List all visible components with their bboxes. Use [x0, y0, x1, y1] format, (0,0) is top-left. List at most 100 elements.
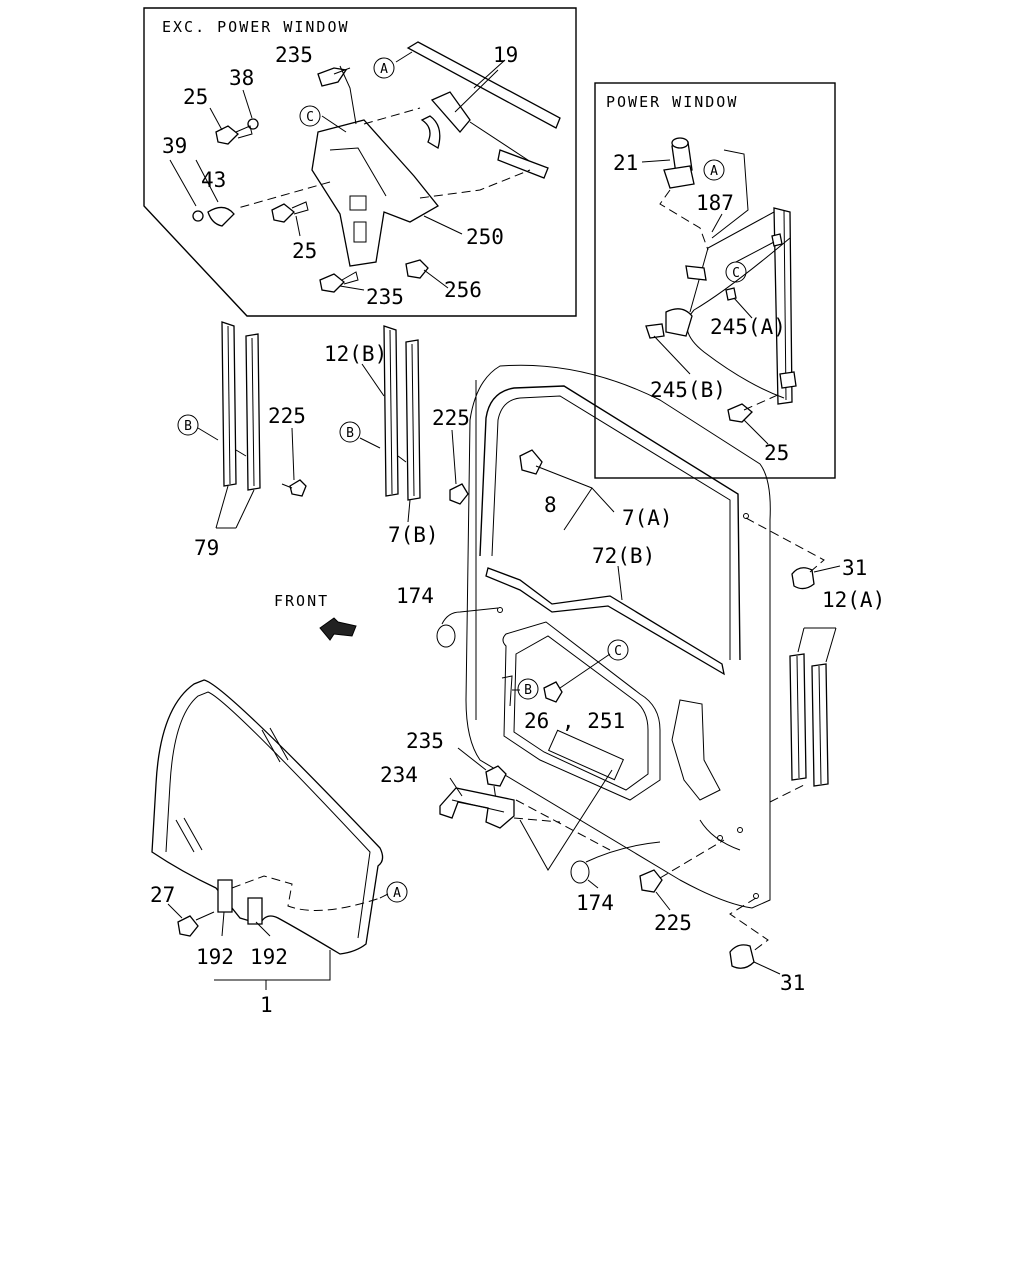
leader-31-bot: [753, 961, 781, 975]
svg-text:A: A: [380, 62, 388, 77]
leader-12a-dash: [769, 783, 807, 803]
svg-text:B: B: [524, 683, 532, 698]
leader-ref-a-top: [395, 51, 413, 63]
leader-79: [215, 485, 255, 529]
label-38: 38: [229, 66, 254, 90]
svg-text:C: C: [306, 110, 314, 125]
label-245b: 245(B): [650, 378, 726, 402]
leader-250: [423, 215, 463, 235]
inset-title-exc-power-window: EXC. POWER WINDOW: [162, 18, 350, 36]
label-27: 27: [150, 883, 175, 907]
label-174-bot: 174: [576, 891, 614, 915]
leader-256: [423, 269, 449, 289]
label-250: 250: [466, 225, 504, 249]
label-43: 43: [201, 168, 226, 192]
svg-text:A: A: [710, 164, 718, 179]
front-arrow-icon: [319, 617, 357, 641]
label-235-top: 235: [275, 43, 313, 67]
label-1: 1: [260, 993, 273, 1017]
bolt-25-mid: [271, 201, 309, 223]
leader-glass-a-dash: [231, 875, 381, 911]
svg-text:B: B: [184, 419, 192, 434]
plug-174-bot: [570, 860, 590, 884]
svg-text:B: B: [346, 426, 354, 441]
svg-text:C: C: [732, 266, 740, 281]
label-235-bot: 235: [366, 285, 404, 309]
inset-power-window: POWER WINDOW: [594, 82, 836, 479]
label-8: 8: [544, 493, 557, 517]
leader-ref-b-mid: [359, 437, 381, 449]
label-225-mid: 225: [432, 406, 470, 430]
label-25-pw: 25: [764, 441, 789, 465]
nut-256: [405, 259, 429, 279]
leader-ref-c-pw: [735, 241, 775, 263]
leader-225-left: [291, 427, 295, 481]
ref-circle-c-top: C: [299, 105, 321, 127]
leader-187: [711, 213, 723, 233]
leader-25-pw: [743, 419, 769, 445]
label-26-251: 26 , 251: [524, 709, 625, 733]
leader-174-top: [441, 607, 499, 625]
label-225-low: 225: [654, 911, 692, 935]
label-256: 256: [444, 278, 482, 302]
front-label: FRONT: [274, 592, 329, 610]
label-235-low: 235: [406, 729, 444, 753]
label-7b: 7(B): [388, 523, 439, 547]
leader-192: [221, 911, 271, 937]
ref-circle-a-glass: A: [386, 881, 408, 903]
svg-text:C: C: [614, 644, 622, 659]
ref-circle-b-mid: B: [339, 421, 361, 443]
bolt-25-pw: [727, 393, 781, 423]
leader-225-mid: [451, 429, 457, 485]
leader-ref-a-pw: [711, 149, 749, 239]
leader-234-dash: [513, 799, 611, 851]
door-panel: [465, 364, 771, 909]
motor-21: [659, 137, 709, 251]
ref-circle-b-left: B: [177, 414, 199, 436]
leader-21: [641, 159, 671, 163]
bolt-235-low: [485, 765, 507, 801]
leader-225-low: [655, 891, 671, 911]
bumper-31-bot: [729, 944, 755, 969]
leader-234: [449, 777, 463, 797]
label-31-bot: 31: [780, 971, 805, 995]
label-25-mid: 25: [292, 239, 317, 263]
leader-234-v: [519, 769, 613, 871]
leader-ref-c-door: [559, 653, 611, 689]
label-31-top: 31: [842, 556, 867, 580]
leader-174-bot: [585, 841, 661, 889]
power-regulator-assembly: [645, 207, 797, 405]
leader-245a: [733, 297, 753, 319]
ref-circle-c-door: C: [607, 639, 629, 661]
leader-ref-b-left: [197, 427, 219, 441]
leader-12a: [797, 627, 837, 663]
label-174-top: 174: [396, 584, 434, 608]
ref-circle-b-door: B: [517, 678, 539, 700]
leader-7b: [407, 499, 411, 523]
leader-72b: [617, 565, 623, 601]
label-12a: 12(A): [822, 588, 885, 612]
label-25-top: 25: [183, 85, 208, 109]
label-187: 187: [696, 191, 734, 215]
bolt-225-low: [639, 869, 663, 893]
leader-38: [242, 89, 253, 119]
leader-25-mid: [295, 215, 301, 237]
front-direction-arrow: FRONT: [274, 592, 357, 641]
ref-circle-a-top: A: [373, 57, 395, 79]
clip-43: [192, 206, 235, 227]
plug-174-top: [436, 624, 456, 648]
leader-27: [167, 903, 183, 919]
leader-245b: [653, 335, 691, 375]
leader-19: [473, 59, 506, 89]
label-79: 79: [194, 536, 219, 560]
inset-exc-power-window: EXC. POWER WINDOW: [143, 7, 577, 317]
washer-38: [247, 118, 259, 130]
inset-title-power-window: POWER WINDOW: [606, 93, 738, 111]
label-19: 19: [493, 43, 518, 67]
leader-8-7a: [535, 465, 615, 531]
inset-frame-power-window: [594, 82, 836, 479]
label-192-b: 192: [250, 945, 288, 969]
svg-text:A: A: [393, 886, 401, 901]
bolt-225-left: [281, 479, 307, 497]
